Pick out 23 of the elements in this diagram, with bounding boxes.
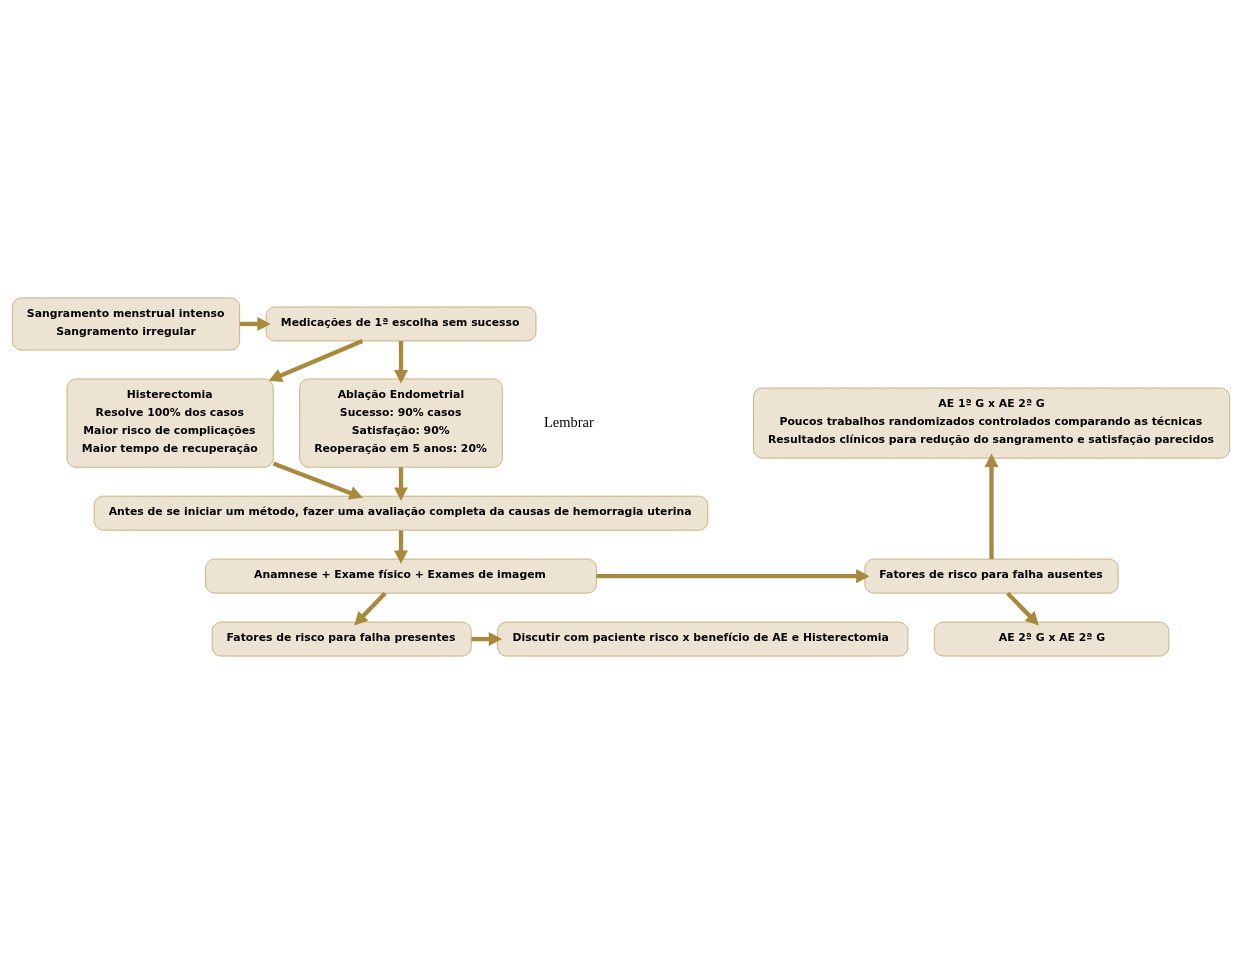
arrow (268, 339, 364, 382)
arrow (394, 467, 409, 501)
arrow (354, 591, 387, 626)
arrow (471, 632, 503, 647)
node-box: Fatores de risco para falha presentes (211, 621, 472, 657)
node-box: AE 1ª G x AE 2ª G Poucos trabalhos randomizados controlados comparando as técnicas Resultados clínicos para redução do sangramento e satisfação parecidos (753, 387, 1230, 459)
arrow (1006, 591, 1039, 626)
node-box: Anamnese + Exame físico + Exames de imagem (205, 558, 597, 594)
node-box: Discutir com paciente risco x benefício de AE e Histerectomia (497, 621, 909, 657)
node-box: Medicações de 1ª escolha sem sucesso (265, 306, 537, 342)
arrow (272, 461, 363, 500)
arrow (984, 453, 999, 560)
node-box: Sangramento menstrual intenso Sangramento irregular (12, 297, 240, 351)
node-box: Histerectomia Resolve 100% dos casos Maior risco de complicações Maior tempo de recuperação (66, 378, 274, 468)
node-box: Fatores de risco para falha ausentes (864, 558, 1119, 594)
arrow (394, 341, 409, 384)
node-box: Ablação Endometrial Sucesso: 90% casos Satisfação: 90% Reoperação em 5 anos: 20% (299, 378, 503, 468)
arrow (239, 316, 271, 331)
arrow (394, 530, 409, 564)
node-box: AE 2ª G x AE 2ª G (934, 621, 1170, 657)
arrow (596, 569, 870, 584)
node-box: Antes de se iniciar um método, fazer uma avaliação completa da causas de hemorragia uterina (93, 495, 709, 531)
label: Lembrar (543, 413, 594, 430)
